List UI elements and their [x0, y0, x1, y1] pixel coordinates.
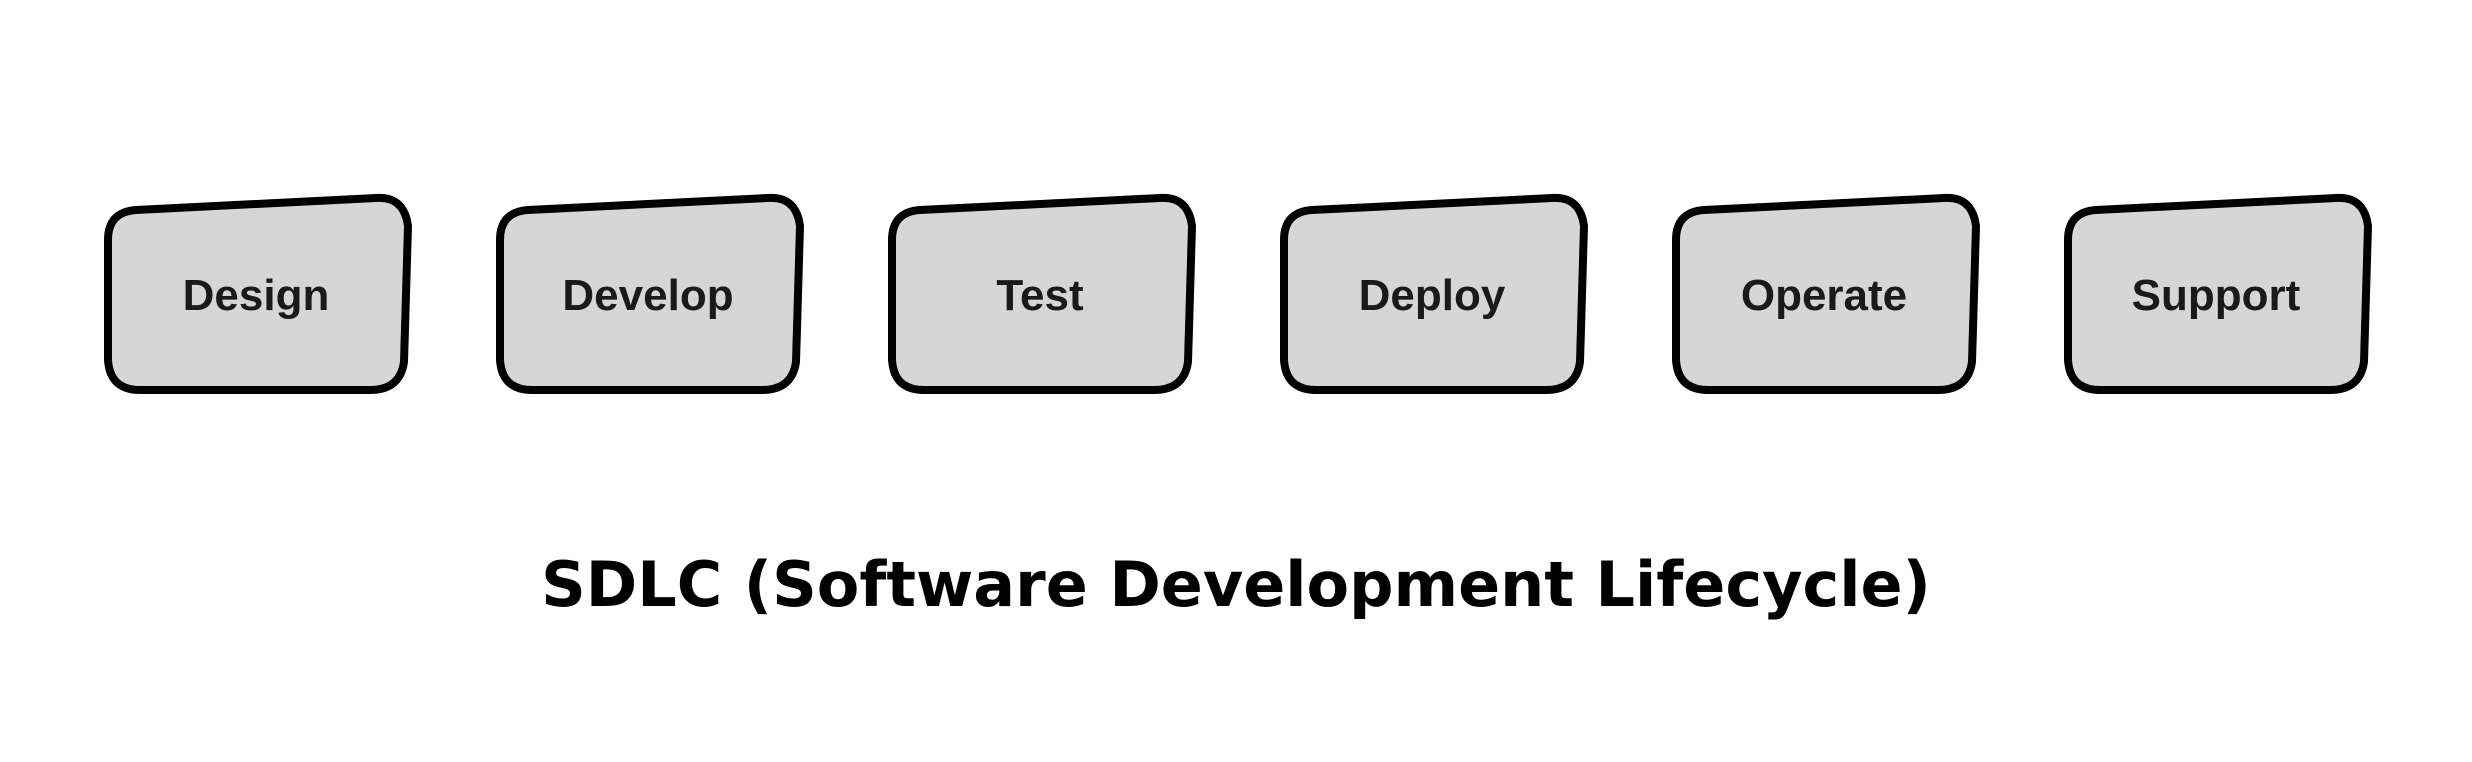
- stage-shape: [496, 193, 804, 394]
- stage-label: Test: [996, 271, 1084, 320]
- stage-label: Deploy: [1359, 271, 1506, 320]
- stage-box-develop: Develop: [496, 193, 804, 394]
- stage-box-design: Design: [104, 193, 412, 394]
- stage-shape: [1280, 193, 1588, 394]
- stage-box-deploy: Deploy: [1280, 193, 1588, 394]
- stage-shape: [2064, 193, 2372, 394]
- stage-label: Operate: [1741, 271, 1907, 320]
- stage-shape: [1672, 193, 1980, 394]
- stage-box-support: Support: [2064, 193, 2372, 394]
- stage-list: Design Develop Test Deploy Operate Support: [104, 193, 2372, 394]
- stage-label: Develop: [562, 271, 733, 320]
- stage-label: Design: [183, 271, 330, 320]
- stage-box-operate: Operate: [1672, 193, 1980, 394]
- stage-label: Support: [2132, 271, 2301, 320]
- stage-box-test: Test: [888, 193, 1196, 394]
- stage-shape: [104, 193, 412, 394]
- diagram-title: SDLC (Software Development Lifecycle): [541, 548, 1931, 621]
- stage-shape: [888, 193, 1196, 394]
